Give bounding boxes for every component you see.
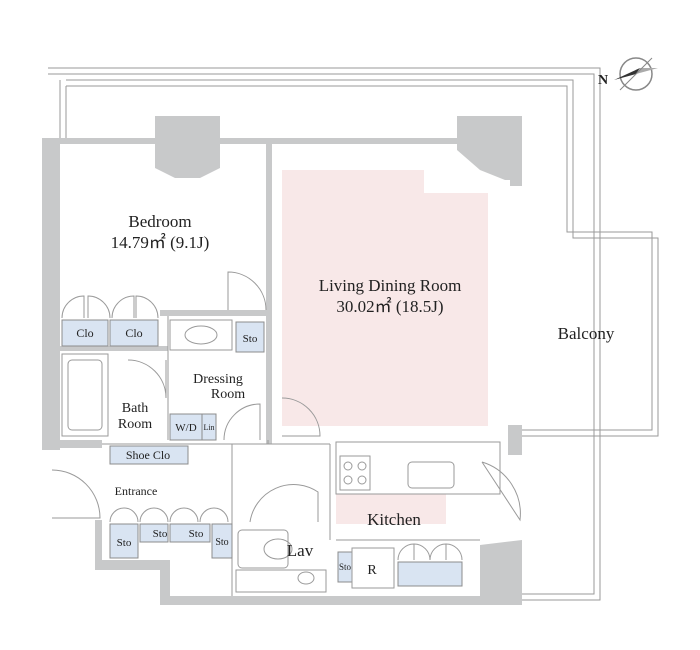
entrance-label: Entrance xyxy=(115,484,158,498)
storage-box-e3 xyxy=(169,523,211,543)
linen-label: Lin xyxy=(203,423,214,432)
interior-lines xyxy=(102,316,480,596)
wd-box xyxy=(169,413,203,441)
shoe-closet-label: Shoe Clo xyxy=(126,448,170,462)
compass-icon: N xyxy=(598,57,658,91)
dressing-label-2: Room xyxy=(211,387,245,402)
dressing-label-1: Dressing xyxy=(193,372,243,387)
living-floor xyxy=(282,170,488,426)
storage-label-kitchen: Sto xyxy=(339,562,352,572)
living-label: Living Dining Room xyxy=(319,276,462,295)
fridge-label: R xyxy=(367,563,377,578)
bedroom-area: 14.79㎡ (9.1J) xyxy=(111,233,210,252)
storage-box-e2 xyxy=(139,523,169,543)
bedroom-label: Bedroom xyxy=(128,212,191,231)
closet-box-2 xyxy=(109,319,159,347)
storage-label-e1: Sto xyxy=(117,537,132,549)
balcony-outline xyxy=(48,67,659,601)
balcony-label: Balcony xyxy=(558,324,615,343)
closet-label-2: Clo xyxy=(125,326,142,340)
storage-label-e4: Sto xyxy=(215,537,228,548)
compass-north-label: N xyxy=(598,73,608,88)
bath-label-1: Bath xyxy=(122,401,148,416)
lav-label: Lav xyxy=(287,541,314,560)
storage-box-dressing xyxy=(235,321,265,353)
closet-doors xyxy=(61,295,463,561)
fixtures xyxy=(61,319,501,593)
closet-label-1: Clo xyxy=(76,326,93,340)
storage-label-e3: Sto xyxy=(189,528,204,540)
balcony-closet-box xyxy=(397,561,463,587)
storage-label-dressing: Sto xyxy=(243,333,258,345)
storage-label-e2: Sto xyxy=(153,528,168,540)
kitchen-label: Kitchen xyxy=(367,510,421,529)
storage-box-e1 xyxy=(109,523,139,559)
wd-label: W/D xyxy=(175,422,196,434)
shoe-closet-box xyxy=(109,445,189,465)
doors xyxy=(51,271,521,523)
linen-box xyxy=(201,413,217,441)
walls xyxy=(42,116,522,605)
bath-label-2: Room xyxy=(118,417,152,432)
storage-box-e4 xyxy=(211,523,233,559)
living-area: 30.02㎡ (18.5J) xyxy=(336,297,443,316)
kitchen-floor xyxy=(336,494,446,524)
closet-box-1 xyxy=(61,319,109,347)
